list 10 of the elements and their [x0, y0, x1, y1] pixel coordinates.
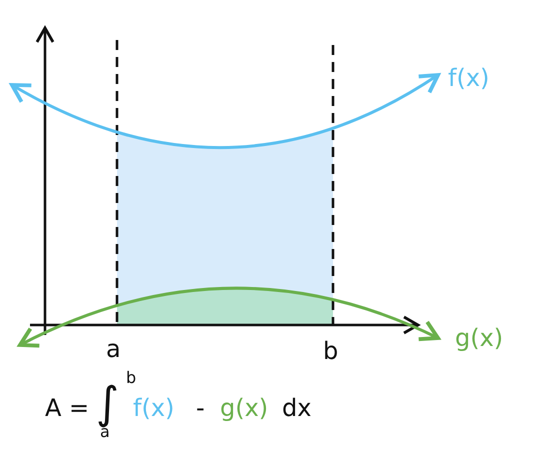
axis-label: b [323, 339, 338, 363]
formula-text: g(x) [220, 396, 268, 420]
formula-text: - [196, 396, 205, 420]
formula-text: f(x) [133, 396, 174, 420]
axis-label: a [106, 337, 121, 361]
curve-label: f(x) [448, 66, 490, 90]
curve-label: g(x) [455, 326, 504, 350]
formula-text: dx [282, 396, 312, 420]
upper-limit: b [126, 370, 136, 386]
formula-text: A = [45, 396, 90, 420]
